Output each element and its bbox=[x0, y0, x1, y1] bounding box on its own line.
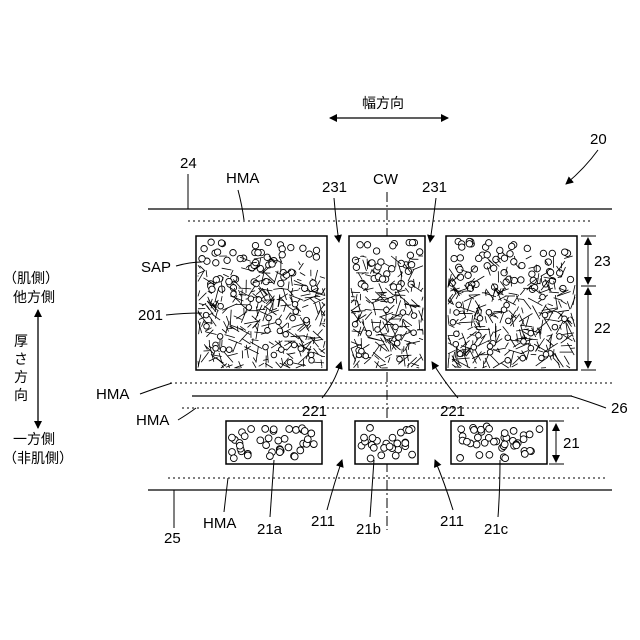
ref-21a-leader bbox=[270, 460, 274, 517]
ref-25-label: 25 bbox=[164, 530, 181, 547]
ref-231-right-arrow bbox=[430, 198, 436, 242]
non-skin-side-label: （非肌側） bbox=[3, 451, 73, 467]
hma-top-label: HMA bbox=[226, 170, 259, 187]
hma-mid1-leader bbox=[140, 383, 172, 394]
hma-mid2-leader bbox=[178, 408, 196, 420]
thickness-direction-char: さ bbox=[14, 352, 28, 368]
width-direction-label: 幅方向 bbox=[362, 96, 404, 112]
hma-bottom-label: HMA bbox=[203, 515, 236, 532]
lower-block-21b bbox=[355, 421, 418, 464]
ref-21b-label: 21b bbox=[356, 521, 381, 538]
cw-label: CW bbox=[373, 171, 399, 188]
ref-26-label: 26 bbox=[611, 400, 628, 417]
ref-211-right-arrow bbox=[435, 460, 453, 510]
thickness-direction-char: 方 bbox=[14, 370, 28, 386]
ref-21b-leader bbox=[370, 460, 374, 517]
ref-24-label: 24 bbox=[180, 155, 197, 172]
ref-231-left-label: 231 bbox=[322, 179, 347, 196]
ref-20-label: 20 bbox=[590, 131, 607, 148]
ref-21-label: 21 bbox=[563, 435, 580, 452]
ref-20-leader bbox=[566, 150, 598, 184]
ref-21c-leader bbox=[498, 460, 500, 517]
ref-21a-label: 21a bbox=[257, 521, 283, 538]
ref-231-right-label: 231 bbox=[422, 179, 447, 196]
hma-top-leader bbox=[238, 190, 244, 220]
ref-211-right-label: 211 bbox=[440, 513, 464, 530]
hma-bottom-leader bbox=[224, 478, 228, 512]
skin-side-top-label: （肌側） bbox=[3, 271, 59, 287]
ref-221-left-label: 221 bbox=[302, 403, 327, 420]
ref-26-leader bbox=[571, 396, 606, 408]
hma-mid1-label: HMA bbox=[96, 386, 129, 403]
lower-block-21c bbox=[451, 421, 547, 464]
sap-label: SAP bbox=[141, 259, 171, 276]
absorbent-block-left bbox=[196, 236, 327, 370]
absorbent-block-right bbox=[446, 236, 577, 370]
ref-22-label: 22 bbox=[594, 320, 611, 337]
ref-211-left-arrow bbox=[327, 460, 342, 510]
ref-211-left-label: 211 bbox=[311, 513, 335, 530]
ref-23-label: 23 bbox=[594, 253, 611, 270]
lower-block-21a bbox=[226, 421, 322, 464]
ref-231-left-arrow bbox=[334, 198, 339, 242]
thickness-direction-char: 向 bbox=[14, 388, 28, 404]
hma-mid2-label: HMA bbox=[136, 412, 169, 429]
one-side-label: 一方側 bbox=[13, 432, 55, 448]
ref-201-label: 201 bbox=[138, 307, 163, 324]
absorbent-block-center bbox=[349, 236, 425, 370]
thickness-direction-char: 厚 bbox=[14, 334, 28, 350]
thickness-direction-label: 厚さ方向 bbox=[14, 334, 28, 404]
ref-221-right-label: 221 bbox=[440, 403, 465, 420]
other-side-label: 他方側 bbox=[13, 290, 55, 306]
ref-21c-label: 21c bbox=[484, 521, 509, 538]
